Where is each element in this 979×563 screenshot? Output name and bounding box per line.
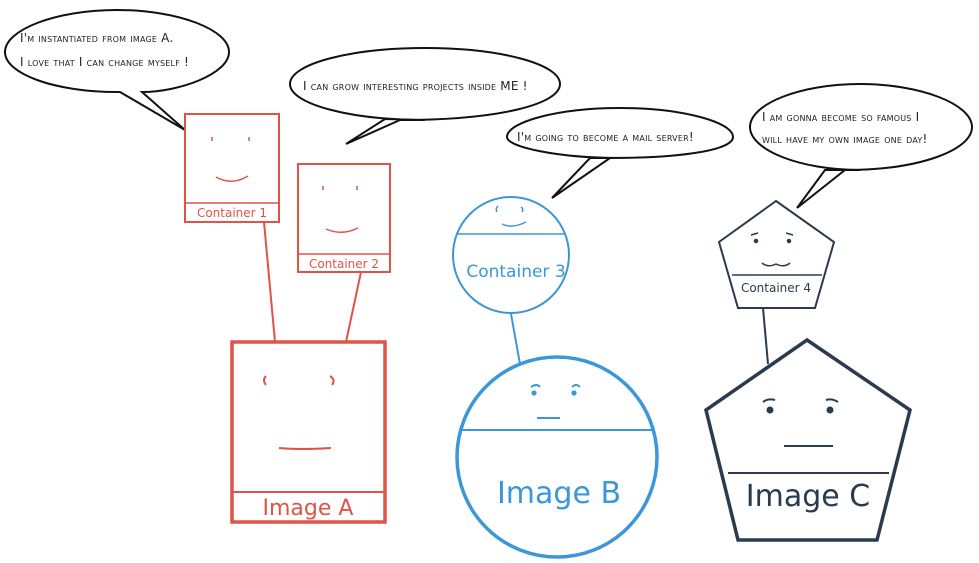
- container-3: Container 3: [452, 196, 570, 314]
- speech-bubble-container-4: I am gonna become so famous I will have …: [748, 82, 974, 209]
- image-a: Image A: [230, 340, 387, 524]
- bubble-4-line-1: I am gonna become so famous I: [762, 110, 919, 124]
- face-icon: [211, 137, 250, 182]
- face-icon: [750, 232, 794, 267]
- container-4-label: Container 4: [741, 281, 811, 295]
- bubble-1-line-1: I'm instantiated from image A.: [20, 31, 173, 45]
- image-a-label: Image A: [263, 496, 354, 521]
- container-3-label: Container 3: [466, 262, 565, 282]
- connector-c4-image-c: [762, 307, 769, 365]
- container-4: Container 4: [717, 199, 836, 309]
- bubble-4-line-2: will have my own image one day!: [762, 132, 928, 146]
- image-c-label: Image C: [746, 479, 870, 514]
- image-b: Image B: [455, 355, 659, 559]
- container-1-label: Container 1: [197, 206, 267, 220]
- container-2-label: Container 2: [309, 257, 379, 271]
- face-icon: [762, 398, 839, 447]
- bubble-1-line-2: I love that I can change myself !: [20, 55, 189, 69]
- face-icon: [530, 384, 581, 419]
- image-c: Image C: [704, 337, 912, 542]
- image-b-label: Image B: [497, 476, 621, 511]
- speech-bubble-container-2: I can grow interesting projects inside M…: [288, 46, 562, 145]
- bubble-2-line-1: I can grow interesting projects inside M…: [303, 79, 528, 93]
- connector-c3-image-b: [510, 313, 521, 365]
- connector-c1-image-a: [263, 221, 276, 343]
- face-icon: [322, 186, 359, 233]
- connector-c2-image-a: [345, 271, 362, 343]
- container-1: Container 1: [184, 113, 280, 223]
- bubble-3-line-1: I'm going to become a mail server!: [517, 130, 694, 144]
- container-2: Container 2: [297, 163, 391, 273]
- speech-bubble-container-1: I'm instantiated from image A. I love th…: [3, 8, 231, 131]
- face-icon: [495, 205, 527, 227]
- face-icon: [263, 375, 335, 450]
- speech-bubble-container-3: I'm going to become a mail server!: [505, 106, 735, 199]
